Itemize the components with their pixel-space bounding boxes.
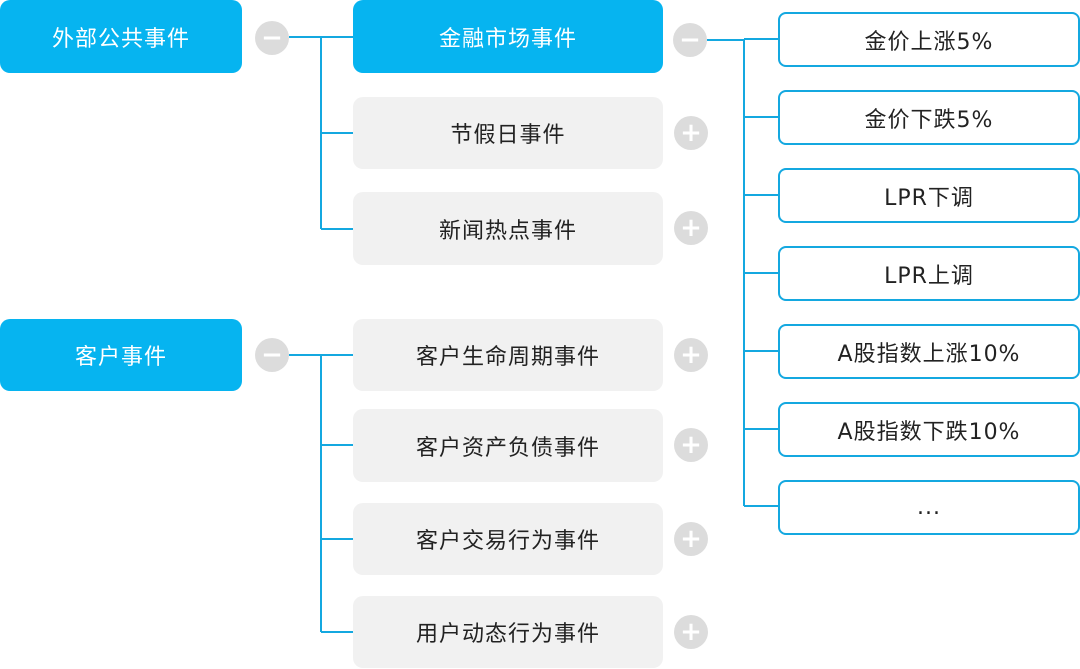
expand-toggle-icon[interactable]: + <box>674 428 708 462</box>
category-customer-lifecycle-events[interactable]: 客户生命周期事件 <box>353 319 663 391</box>
root-external-public-events[interactable]: 外部公共事件 <box>0 0 242 73</box>
category-user-dynamic-behavior-events[interactable]: 用户动态行为事件 <box>353 596 663 668</box>
event-lpr-cut[interactable]: LPR下调 <box>778 168 1080 223</box>
category-holiday-events[interactable]: 节假日事件 <box>353 97 663 169</box>
root-customer-events[interactable]: 客户事件 <box>0 319 242 391</box>
expand-toggle-icon[interactable]: + <box>674 615 708 649</box>
event-more-ellipsis[interactable]: ... <box>778 480 1080 535</box>
expand-toggle-icon[interactable]: + <box>674 211 708 245</box>
expand-toggle-icon[interactable]: + <box>674 522 708 556</box>
collapse-toggle-icon[interactable]: − <box>255 21 289 55</box>
collapse-toggle-icon[interactable]: − <box>255 338 289 372</box>
expand-toggle-icon[interactable]: + <box>674 116 708 150</box>
category-financial-market-events[interactable]: 金融市场事件 <box>353 0 663 73</box>
event-a-share-index-down[interactable]: A股指数下跌10% <box>778 402 1080 457</box>
category-customer-asset-liability-events[interactable]: 客户资产负债事件 <box>353 409 663 482</box>
event-gold-price-down[interactable]: 金价下跌5% <box>778 90 1080 145</box>
event-lpr-raise[interactable]: LPR上调 <box>778 246 1080 301</box>
collapse-toggle-icon[interactable]: − <box>673 23 707 57</box>
event-a-share-index-up[interactable]: A股指数上涨10% <box>778 324 1080 379</box>
category-customer-transaction-events[interactable]: 客户交易行为事件 <box>353 503 663 575</box>
event-gold-price-up[interactable]: 金价上涨5% <box>778 12 1080 67</box>
category-news-hotspot-events[interactable]: 新闻热点事件 <box>353 192 663 265</box>
expand-toggle-icon[interactable]: + <box>674 338 708 372</box>
